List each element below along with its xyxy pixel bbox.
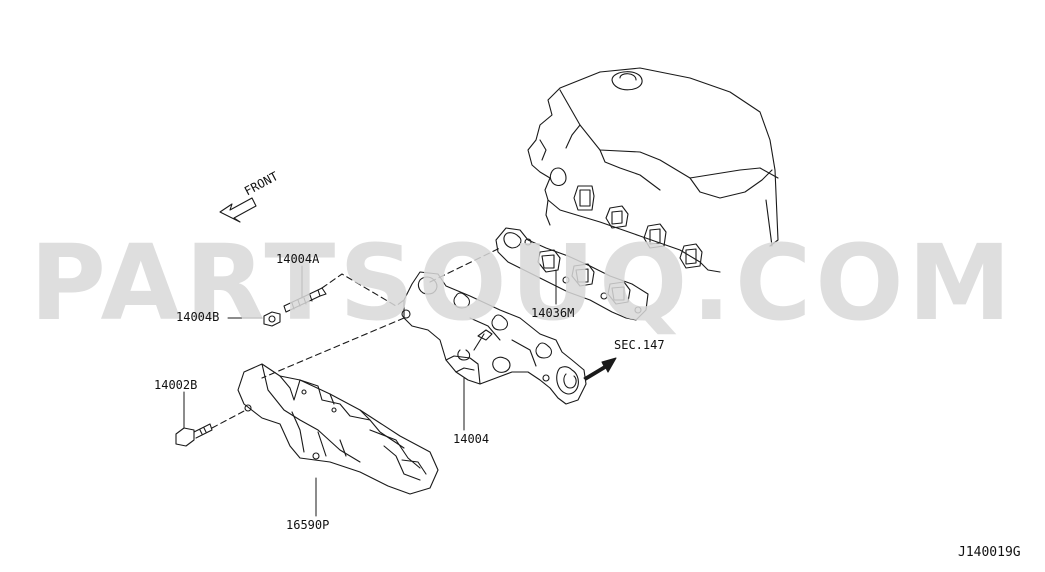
gasket-14036M bbox=[495, 227, 649, 321]
part-label-manifold[interactable]: 14004 bbox=[453, 432, 490, 446]
assembly-lines bbox=[211, 247, 501, 429]
watermark: PARTSOUQ.COM bbox=[0, 228, 1045, 338]
part-label-bolt[interactable]: 14002B bbox=[154, 378, 198, 392]
part-label-heat-shield[interactable]: 16590P bbox=[286, 518, 330, 532]
heat-shield-16590P bbox=[237, 363, 439, 495]
section-reference[interactable]: SEC.147 bbox=[614, 338, 665, 352]
part-label-gasket[interactable]: 14036M bbox=[531, 306, 575, 320]
nut-14004B bbox=[263, 311, 281, 327]
part-label-stud[interactable]: 14004A bbox=[276, 252, 320, 266]
diagram-code: J140019G bbox=[958, 545, 1021, 560]
section-arrow-icon bbox=[583, 357, 617, 381]
bolt-14002B bbox=[175, 423, 213, 447]
front-arrow-icon bbox=[219, 197, 257, 223]
part-label-nut[interactable]: 14004B bbox=[176, 310, 220, 324]
exhaust-manifold-14004 bbox=[401, 271, 587, 405]
stud-14004A bbox=[283, 287, 327, 313]
engine-head-outline bbox=[527, 67, 779, 273]
leader-lines bbox=[183, 265, 557, 517]
watermark-text: PARTSOUQ.COM bbox=[29, 222, 1016, 344]
